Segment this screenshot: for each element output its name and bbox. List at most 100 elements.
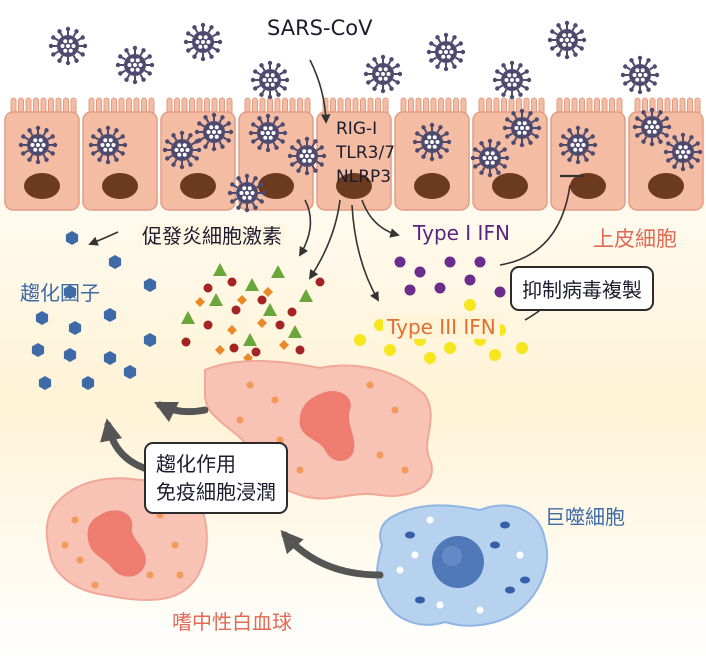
type1-ifn-dot [444,256,456,268]
macrophage-cell [376,504,549,627]
epithelial-cell [316,97,392,211]
cytokine-triangle [243,333,257,346]
macrophage-granule [516,551,524,559]
arrow-icon [153,401,209,423]
cytokine-dot [295,345,305,355]
type3-ifn-dot [424,352,436,364]
virus-icon [18,125,58,165]
cytokine-arrow [299,199,312,257]
virus-icon [248,113,288,153]
cytokine-triangle [209,293,223,306]
neutrophil-granule [391,406,399,414]
neutrophil-granule [366,381,374,389]
virus-icon [426,32,466,72]
cytokine-arrow-2 [308,199,341,280]
arrow-icon [280,529,384,579]
cytokine-label: 促發炎細胞激素 [138,224,286,248]
type1-ifn-label: Type I IFN [413,221,510,245]
cytokine-triangle [299,289,313,302]
chemokine-hexagon [81,376,95,390]
cytokine-dot [315,277,325,287]
chemokine-hexagon [63,348,77,362]
virus-icon [183,22,223,62]
type3-ifn-dot [384,344,396,356]
neutrophil-granule [76,556,84,564]
neutrophil-label: 嗜中性白血球 [172,610,292,634]
type1-ifn-dot [404,284,416,296]
cytokine-diamond [215,345,225,355]
neutrophil-granule [91,581,99,589]
chemokine-hexagon [103,351,117,365]
virus-icon [287,136,327,176]
type1-ifn-dot [464,274,476,286]
virus-icon [632,107,672,147]
cytokine-diamond [279,340,289,350]
receptor-labels: RIG-I TLR3/7 NLRP3 [336,119,396,187]
virus-icon [663,132,703,172]
arrow-icon [100,418,154,474]
cytokine-triangle [213,263,227,276]
cytokine-triangle [288,325,302,338]
cytokine-diamond [257,318,267,328]
cytokine-triangle [263,303,277,316]
macrophage-granule [505,586,515,594]
inhibit-replication-text: 抑制病毒複製 [522,278,642,302]
chemokine-hexagon [143,333,157,347]
neutrophil-granule [246,381,254,389]
type3-ifn-label: Type III IFN [383,315,500,339]
macrophage-granule [500,521,510,529]
type1-ifn-dot [474,256,486,268]
neutrophil-granule [296,466,304,474]
cytokine-dot [181,337,191,347]
virus-icon [502,108,542,148]
nucleus [24,173,60,199]
nucleus [102,173,138,199]
virus-icon [115,45,155,85]
neutrophil-granule [276,436,284,444]
neutrophil-granule [271,396,279,404]
macrophage-granule [426,516,434,524]
neutrophil-granule [376,451,384,459]
nucleus [258,173,294,199]
cytokine-dot [229,343,239,353]
cytokine-dot [227,277,237,287]
macrophage-label: 巨噬細胞 [545,505,625,529]
chemokine-hexagon [123,365,137,379]
inhibit-line [499,184,571,266]
cytokine-dot [231,305,241,315]
virus-icon [162,130,202,170]
chemokine-hexagon [31,343,45,357]
virus-entry-arrow [309,59,331,124]
cytokine-dot [251,347,261,357]
chemokine-hexagon [63,285,77,299]
type3-ifn-dot [516,342,528,354]
chemokine-hexagon [103,308,117,322]
chemokine-hexagon [65,231,79,245]
chemotaxis-line-1: 趨化作用 [156,452,236,476]
virus-label: SARS-CoV [267,16,373,40]
virus-icon [547,20,587,60]
type3-ifn-dot [489,349,501,361]
migration-arrows [100,401,384,579]
type1-ifn-dot [414,266,426,278]
macrophage-granule [396,566,404,574]
macrophage-granule [520,576,530,584]
nucleus [648,173,684,199]
cytokine-dot [287,307,297,317]
cytokine-triangle [245,278,259,291]
macrophage-granule [405,531,415,539]
neutrophil-granule [236,416,244,424]
cytokine-diamond [263,287,273,297]
signal-molecules [31,231,528,390]
chemokine-hexagon [108,255,122,269]
macrophage-granule [415,596,425,604]
macrophage-granule [490,541,500,549]
nucleus [180,173,216,199]
epithelial-cell [238,97,314,211]
virus-icon [363,54,403,94]
cytokine-dot [275,320,285,330]
chemokine-arrow [88,231,119,246]
chemokine-hexagon [143,278,157,292]
